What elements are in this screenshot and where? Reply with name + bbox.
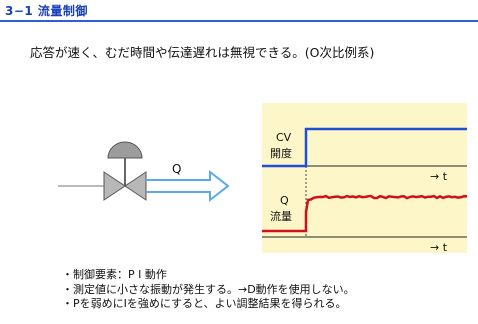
title-bar: 3−1 流量制御 bbox=[0, 0, 478, 20]
slide-title: 3−1 流量制御 bbox=[5, 4, 88, 18]
note-item: ・制御要素：P I 動作 bbox=[62, 268, 167, 281]
q-label: Q bbox=[280, 194, 289, 207]
valve-icon bbox=[58, 141, 147, 201]
q-time-label: → t bbox=[430, 241, 448, 254]
cv-label: CV bbox=[276, 131, 292, 144]
flow-label: Q bbox=[172, 162, 181, 176]
cv-label-jp: 開度 bbox=[270, 146, 292, 160]
cv-time-label: → t bbox=[430, 170, 448, 183]
flow-arrow-icon bbox=[146, 169, 230, 203]
intro-text: 応答が速く、むだ時間や伝達遅れは無視できる。(O次比例系) bbox=[30, 45, 375, 60]
note-item: ・測定値に小さな振動が発生する。→D動作を使用しない。 bbox=[62, 282, 355, 296]
q-label-jp: 流量 bbox=[270, 209, 292, 223]
notes-list: ・制御要素：P I 動作 ・測定値に小さな振動が発生する。→D動作を使用しない。… bbox=[62, 268, 355, 312]
title-divider bbox=[0, 20, 478, 22]
q-response-line bbox=[262, 194, 468, 233]
note-item: ・Pを弱めにIを強めにすると、よい調整結果を得られる。 bbox=[62, 297, 347, 310]
cv-step-line bbox=[262, 127, 467, 168]
